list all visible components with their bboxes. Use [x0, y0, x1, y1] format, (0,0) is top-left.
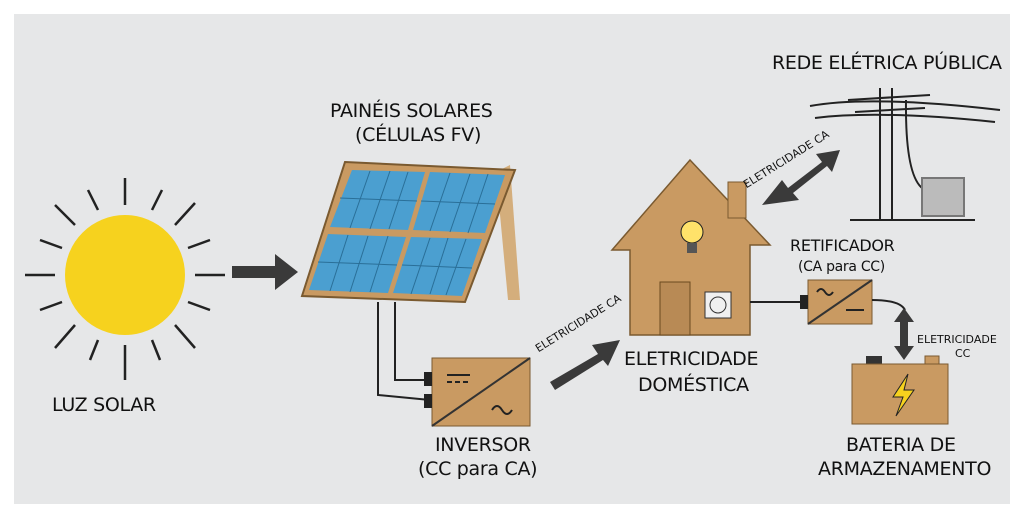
arrow-inverter-to-house	[550, 340, 620, 390]
house-label-line2: DOMÉSTICA	[638, 374, 749, 396]
solar-panel-icon	[300, 160, 520, 304]
sun-icon	[25, 178, 225, 380]
battery-label-line2: ARMAZENAMENTO	[818, 458, 992, 480]
power-pole-icon	[809, 88, 1001, 221]
cable	[377, 302, 431, 401]
battery-label-line1: BATERIA DE	[846, 434, 956, 456]
panels-label-line1: PAINÉIS SOLARES	[330, 100, 493, 122]
arrow-house-grid-bidirectional	[762, 150, 840, 205]
inverter-label-line2: (CC para CA)	[418, 458, 538, 480]
arrow-dc-label-line1: ELETRICIDADE	[917, 333, 997, 346]
arrow-sun-to-panels	[232, 254, 298, 290]
rectifier-label-line2: (CA para CC)	[798, 259, 885, 275]
sun-label: LUZ SOLAR	[52, 394, 156, 416]
rectifier-icon	[800, 279, 906, 325]
house-label-line1: ELETRICIDADE	[624, 348, 759, 370]
inverter-label-line1: INVERSOR	[435, 434, 531, 456]
rectifier-label-line1: RETIFICADOR	[790, 236, 895, 255]
battery-icon	[851, 355, 949, 425]
inverter-icon	[424, 357, 531, 427]
panels-label-line2: (CÉLULAS FV)	[355, 124, 482, 146]
arrow-dc-label-line2: CC	[955, 347, 971, 360]
grid-label: REDE ELÉTRICA PÚBLICA	[772, 52, 1002, 74]
house-icon	[610, 158, 772, 336]
arrow-rectifier-battery-bidirectional	[894, 308, 914, 360]
